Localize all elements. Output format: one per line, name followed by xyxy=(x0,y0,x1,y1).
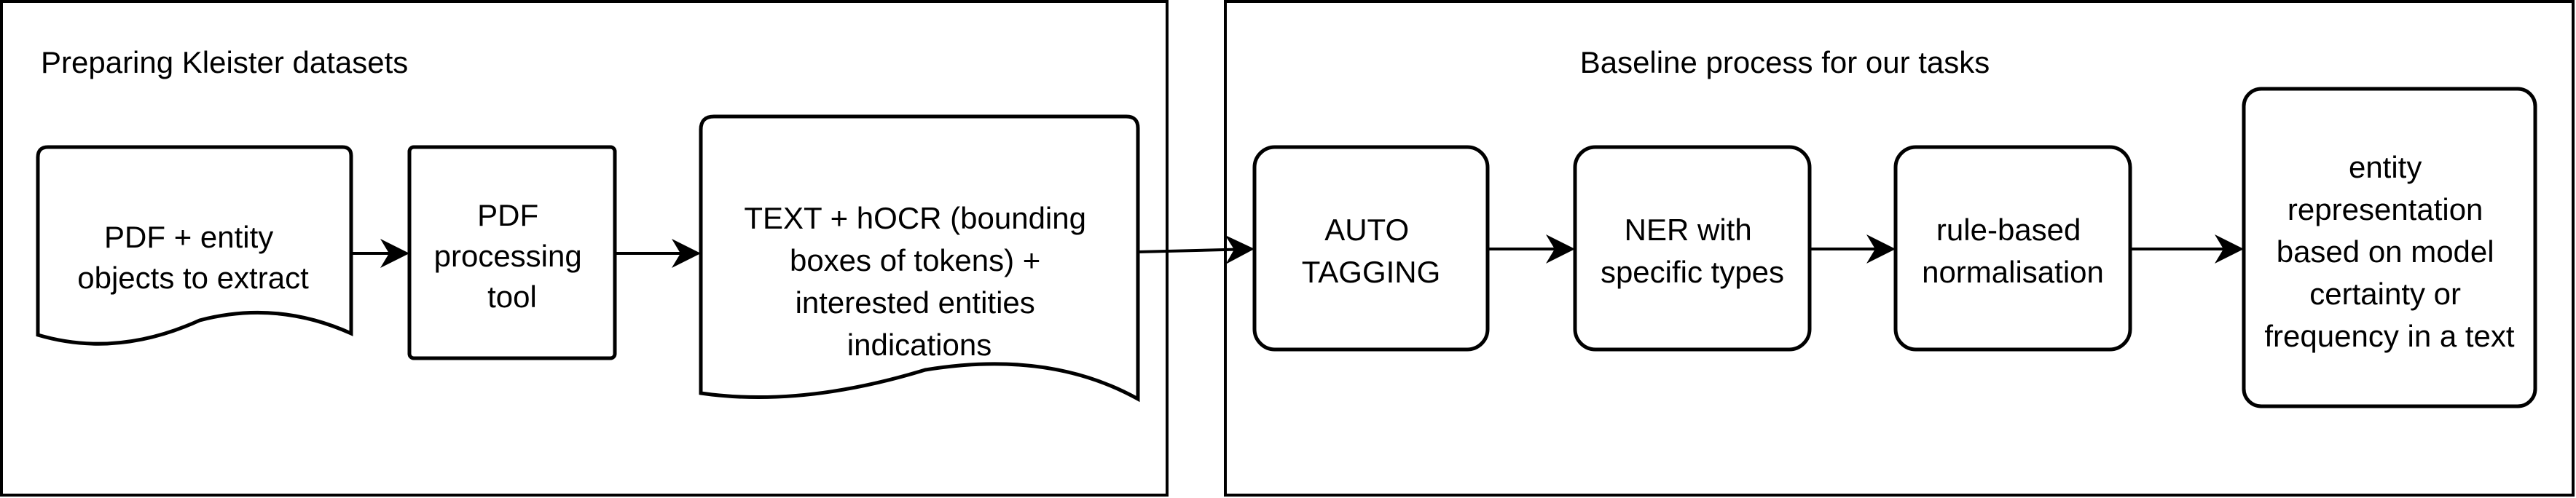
node-entity-repr-text: entity representation based on model cer… xyxy=(2264,150,2515,353)
node-rule-norm-text: rule-based normalisation xyxy=(1922,213,2104,289)
panel-title-left: Preparing Kleister datasets xyxy=(41,45,408,79)
node-auto-tagging-text: AUTO TAGGING xyxy=(1302,213,1441,289)
node-text-hocr-text: TEXT + hOCR (bounding boxes of tokens) +… xyxy=(744,201,1094,362)
edge-text-hocr-to-auto-tagging xyxy=(1137,234,1254,264)
node-ner: NER with specific types xyxy=(1573,145,1812,352)
node-text-hocr: TEXT + hOCR (bounding boxes of tokens) +… xyxy=(699,114,1140,403)
node-entity-representation: entity representation based on model cer… xyxy=(2242,87,2537,408)
node-pdf-tool-text: PDF processing tool xyxy=(434,198,591,314)
panel-title-right: Baseline process for our tasks xyxy=(1580,45,1990,79)
node-pdf-entity-objects: PDF + entity objects to extract xyxy=(36,145,353,346)
node-auto-tagging: AUTO TAGGING xyxy=(1252,145,1490,352)
node-rule-based-normalisation: rule-based normalisation xyxy=(1893,145,2132,352)
node-pdf-processing-tool: PDF processing tool xyxy=(407,145,617,360)
node-pdf-entity-text: PDF + entity objects to extract xyxy=(77,220,309,295)
node-ner-text: NER with specific types xyxy=(1601,213,1784,289)
